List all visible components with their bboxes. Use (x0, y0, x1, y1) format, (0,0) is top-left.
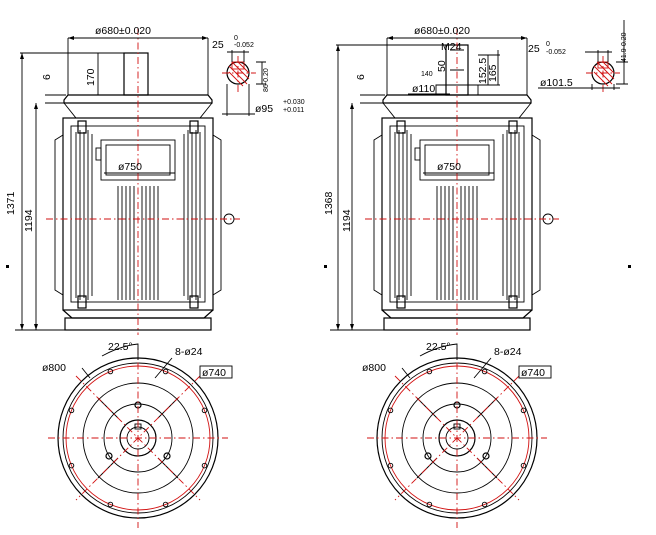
left-top-width: ø680±0.020 (95, 25, 151, 37)
right-shaft-dia: ø101.5 (540, 77, 573, 89)
right-hub-dia: ø110 (412, 83, 435, 95)
left-shaft-tol-upper: +0.030 (283, 99, 305, 106)
left-motor-drawing: ø680±0.020 170 6 1371 1194 ø750 25 0 -0.… (5, 25, 305, 529)
left-shaft-dia: ø95 (255, 103, 273, 115)
left-key-tol-upper: 0 (234, 35, 238, 42)
right-motor-drawing: ø680±0.020 M24 140 50 152.5 165 ø110 6 1… (323, 20, 628, 529)
left-flange-thickness: 6 (41, 74, 53, 80)
right-dim-152: 152.5 (477, 58, 489, 84)
left-shaft-tol-lower: +0.011 (283, 107, 304, 114)
right-key-tol: -0.052 (546, 49, 566, 56)
left-shaft-height: 170 (85, 68, 97, 86)
left-holes: 8-ø24 (175, 346, 203, 358)
right-key-width: 25 (528, 43, 540, 55)
left-base-outer: ø800 (42, 362, 66, 374)
right-thread: M24 (441, 41, 462, 53)
right-key-depth: 41.9-0.20 (621, 32, 628, 62)
right-top-width: ø680±0.020 (414, 25, 470, 37)
left-body-dia: ø750 (118, 161, 142, 173)
right-edge-marker (628, 265, 631, 268)
left-body-height: 1194 (23, 209, 35, 232)
left-overall-height: 1371 (5, 191, 17, 215)
middle-edge-marker (324, 265, 327, 268)
right-flange-thickness: 6 (355, 74, 367, 80)
right-body-height: 1194 (341, 209, 353, 232)
right-dim-165: 165 (487, 64, 499, 82)
right-dim-50: 50 (436, 60, 448, 72)
right-holes: 8-ø24 (494, 346, 522, 358)
left-edge-marker (6, 265, 9, 268)
left-key-width: 25 (212, 39, 224, 51)
right-body-dia: ø750 (437, 161, 461, 173)
left-key-depth: 86-0.20 (263, 68, 270, 92)
right-dim-140: 140 (421, 71, 433, 78)
right-bolt-circle: ø740 (521, 367, 545, 379)
right-base-outer: ø800 (362, 362, 386, 374)
right-overall-height: 1368 (323, 191, 335, 215)
right-key-zero: 0 (546, 41, 550, 48)
left-bolt-circle: ø740 (202, 367, 226, 379)
left-key-tol-lower: -0.052 (234, 42, 254, 49)
